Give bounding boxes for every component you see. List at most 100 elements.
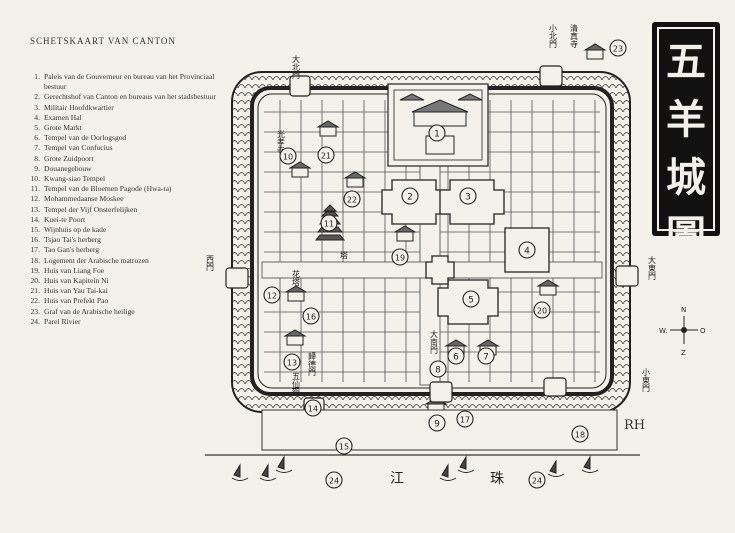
- legend-number: 17.: [30, 245, 41, 255]
- marker-number: 13: [287, 359, 297, 368]
- legend-text: Huis van Yau Tai-kai: [44, 286, 108, 296]
- river-label-a: 江: [390, 471, 404, 487]
- east-gate-label: 大東門: [648, 255, 657, 281]
- marker-24: 24: [528, 471, 546, 489]
- marker-23: 23: [609, 39, 627, 57]
- marker-9: 9: [428, 414, 446, 432]
- marker-number: 17: [460, 416, 470, 425]
- marker-number: 19: [395, 254, 405, 263]
- legend-item: 24.Parel Rivier: [28, 317, 218, 327]
- legend-item: 16.Tsjao Tai's herberg: [28, 235, 218, 245]
- legend-text: Grote Zuidpoort: [44, 153, 94, 163]
- marker-number: 18: [575, 431, 585, 440]
- temple-10-label: 光孝寺: [277, 129, 286, 154]
- marker-1: 1: [428, 124, 446, 142]
- legend-text: Huis van Liang Foe: [44, 265, 105, 275]
- legend-list: 1. Paleis van de Gouverneur en bureau van…: [28, 72, 218, 327]
- marker-number: 15: [339, 443, 349, 452]
- legend-number: 9.: [34, 163, 40, 173]
- legend-text: Logement der Arabische matrozen: [44, 255, 149, 265]
- legend-item: 20.Huis van Kapitein Ni: [28, 276, 218, 286]
- legend-text: Tsjao Tai's herberg: [44, 235, 101, 245]
- marker-number: 23: [613, 45, 623, 54]
- title-stamp: 五羊城圖: [652, 22, 720, 259]
- legend-text: Tao Gan's herberg: [44, 245, 100, 255]
- legend-number: 13.: [30, 204, 41, 214]
- legend-text: Kwang-siao Tempel: [44, 174, 106, 184]
- stamp-character: 圖: [666, 213, 706, 259]
- pagoda-label: 塔: [340, 250, 348, 260]
- marker-number: 24: [532, 477, 542, 486]
- legend-item: 5. Grote Markt: [28, 123, 218, 133]
- marker-19: 19: [391, 248, 409, 266]
- marker-18: 18: [571, 425, 589, 443]
- guide-gate-label: 歸德門: [308, 351, 317, 377]
- marker-12: 12: [263, 286, 281, 304]
- legend-text: Parel Rivier: [44, 316, 81, 326]
- marker-3: 3: [459, 187, 477, 205]
- legend-number: 10.: [30, 174, 41, 184]
- legend-item: 1. Paleis van de Gouverneur en bureau van…: [28, 72, 218, 92]
- legend-number: 22.: [30, 296, 41, 306]
- compass-e: O: [700, 327, 706, 335]
- legend-text: Wijnhuis op de kade: [44, 225, 107, 235]
- marker-16: 16: [302, 307, 320, 325]
- marker-14: 14: [304, 399, 322, 417]
- legend-number: 24.: [30, 316, 41, 326]
- legend-number: 12.: [30, 194, 41, 204]
- map-title: SCHETSKAART VAN CANTON: [30, 36, 176, 46]
- legend-item: 22.Huis van Prefekt Pao: [28, 296, 218, 306]
- compass-w: W.: [659, 327, 667, 335]
- mosque-label: 清真寺: [570, 23, 579, 48]
- legend-text: Douanegebouw: [44, 163, 92, 173]
- marker-4: 4: [518, 241, 536, 259]
- marker-21: 21: [317, 146, 335, 164]
- legend-number: 16.: [30, 235, 41, 245]
- marker-13: 13: [283, 353, 301, 371]
- legend-item: 8.Grote Zuidpoort: [28, 154, 218, 164]
- legend-number: 5.: [34, 123, 40, 133]
- legend-item: 9. Douanegebouw: [28, 164, 218, 174]
- compass-n: N: [681, 306, 686, 314]
- legend-number: 14.: [30, 214, 41, 224]
- marker-22: 22: [343, 190, 361, 208]
- legend-text: Gerechtshof van Canton en bureaus van he…: [44, 92, 216, 102]
- legend-item: 12.Mohammedaanse Moskee: [28, 194, 218, 204]
- legend-number: 20.: [30, 276, 41, 286]
- legend-text: Tempel van de Oorlogsgod: [44, 133, 127, 143]
- legend-text: Graf van de Arabische heilige: [44, 306, 135, 316]
- legend-text: Examen Hal: [44, 112, 82, 122]
- marker-2: 2: [401, 187, 419, 205]
- marker-7: 7: [477, 347, 495, 365]
- marker-number: 9: [434, 420, 440, 430]
- legend-text: Grote Markt: [44, 123, 82, 133]
- legend-item: 14.Kuei-te Poort: [28, 215, 218, 225]
- compass: N Z O W.: [659, 306, 706, 357]
- legend-number: 2.: [34, 92, 40, 102]
- marker-24: 24: [325, 471, 343, 489]
- marker-number: 4: [524, 247, 530, 257]
- legend-number: 3.: [34, 102, 40, 112]
- legend-text: Tempel van Confucius: [44, 143, 113, 153]
- marker-17: 17: [456, 410, 474, 428]
- marker-number: 21: [321, 152, 331, 161]
- legend-number: 23.: [30, 306, 41, 316]
- marker-number: 20: [537, 307, 547, 316]
- marker-11: 11: [320, 214, 338, 232]
- marker-number: 5: [468, 296, 474, 306]
- marker-number: 7: [483, 353, 489, 363]
- legend-text: Mohammedaanse Moskee: [44, 194, 124, 204]
- compass-s: Z: [681, 349, 686, 357]
- legend-number: 19.: [30, 265, 41, 275]
- marker-number: 24: [329, 477, 339, 486]
- marker-number: 12: [267, 292, 277, 301]
- legend-text: Paleis van de Gouverneur en bureau van h…: [44, 72, 215, 92]
- stamp-character: 羊: [666, 97, 706, 143]
- legend-item: 6.Tempel van de Oorlogsgod: [28, 133, 218, 143]
- legend-number: 1.: [34, 72, 40, 81]
- marker-10: 10: [279, 147, 297, 165]
- stamp-character: 五: [666, 39, 706, 85]
- west-gate-label: 西門: [206, 255, 215, 272]
- artist-signature: RH: [624, 418, 646, 433]
